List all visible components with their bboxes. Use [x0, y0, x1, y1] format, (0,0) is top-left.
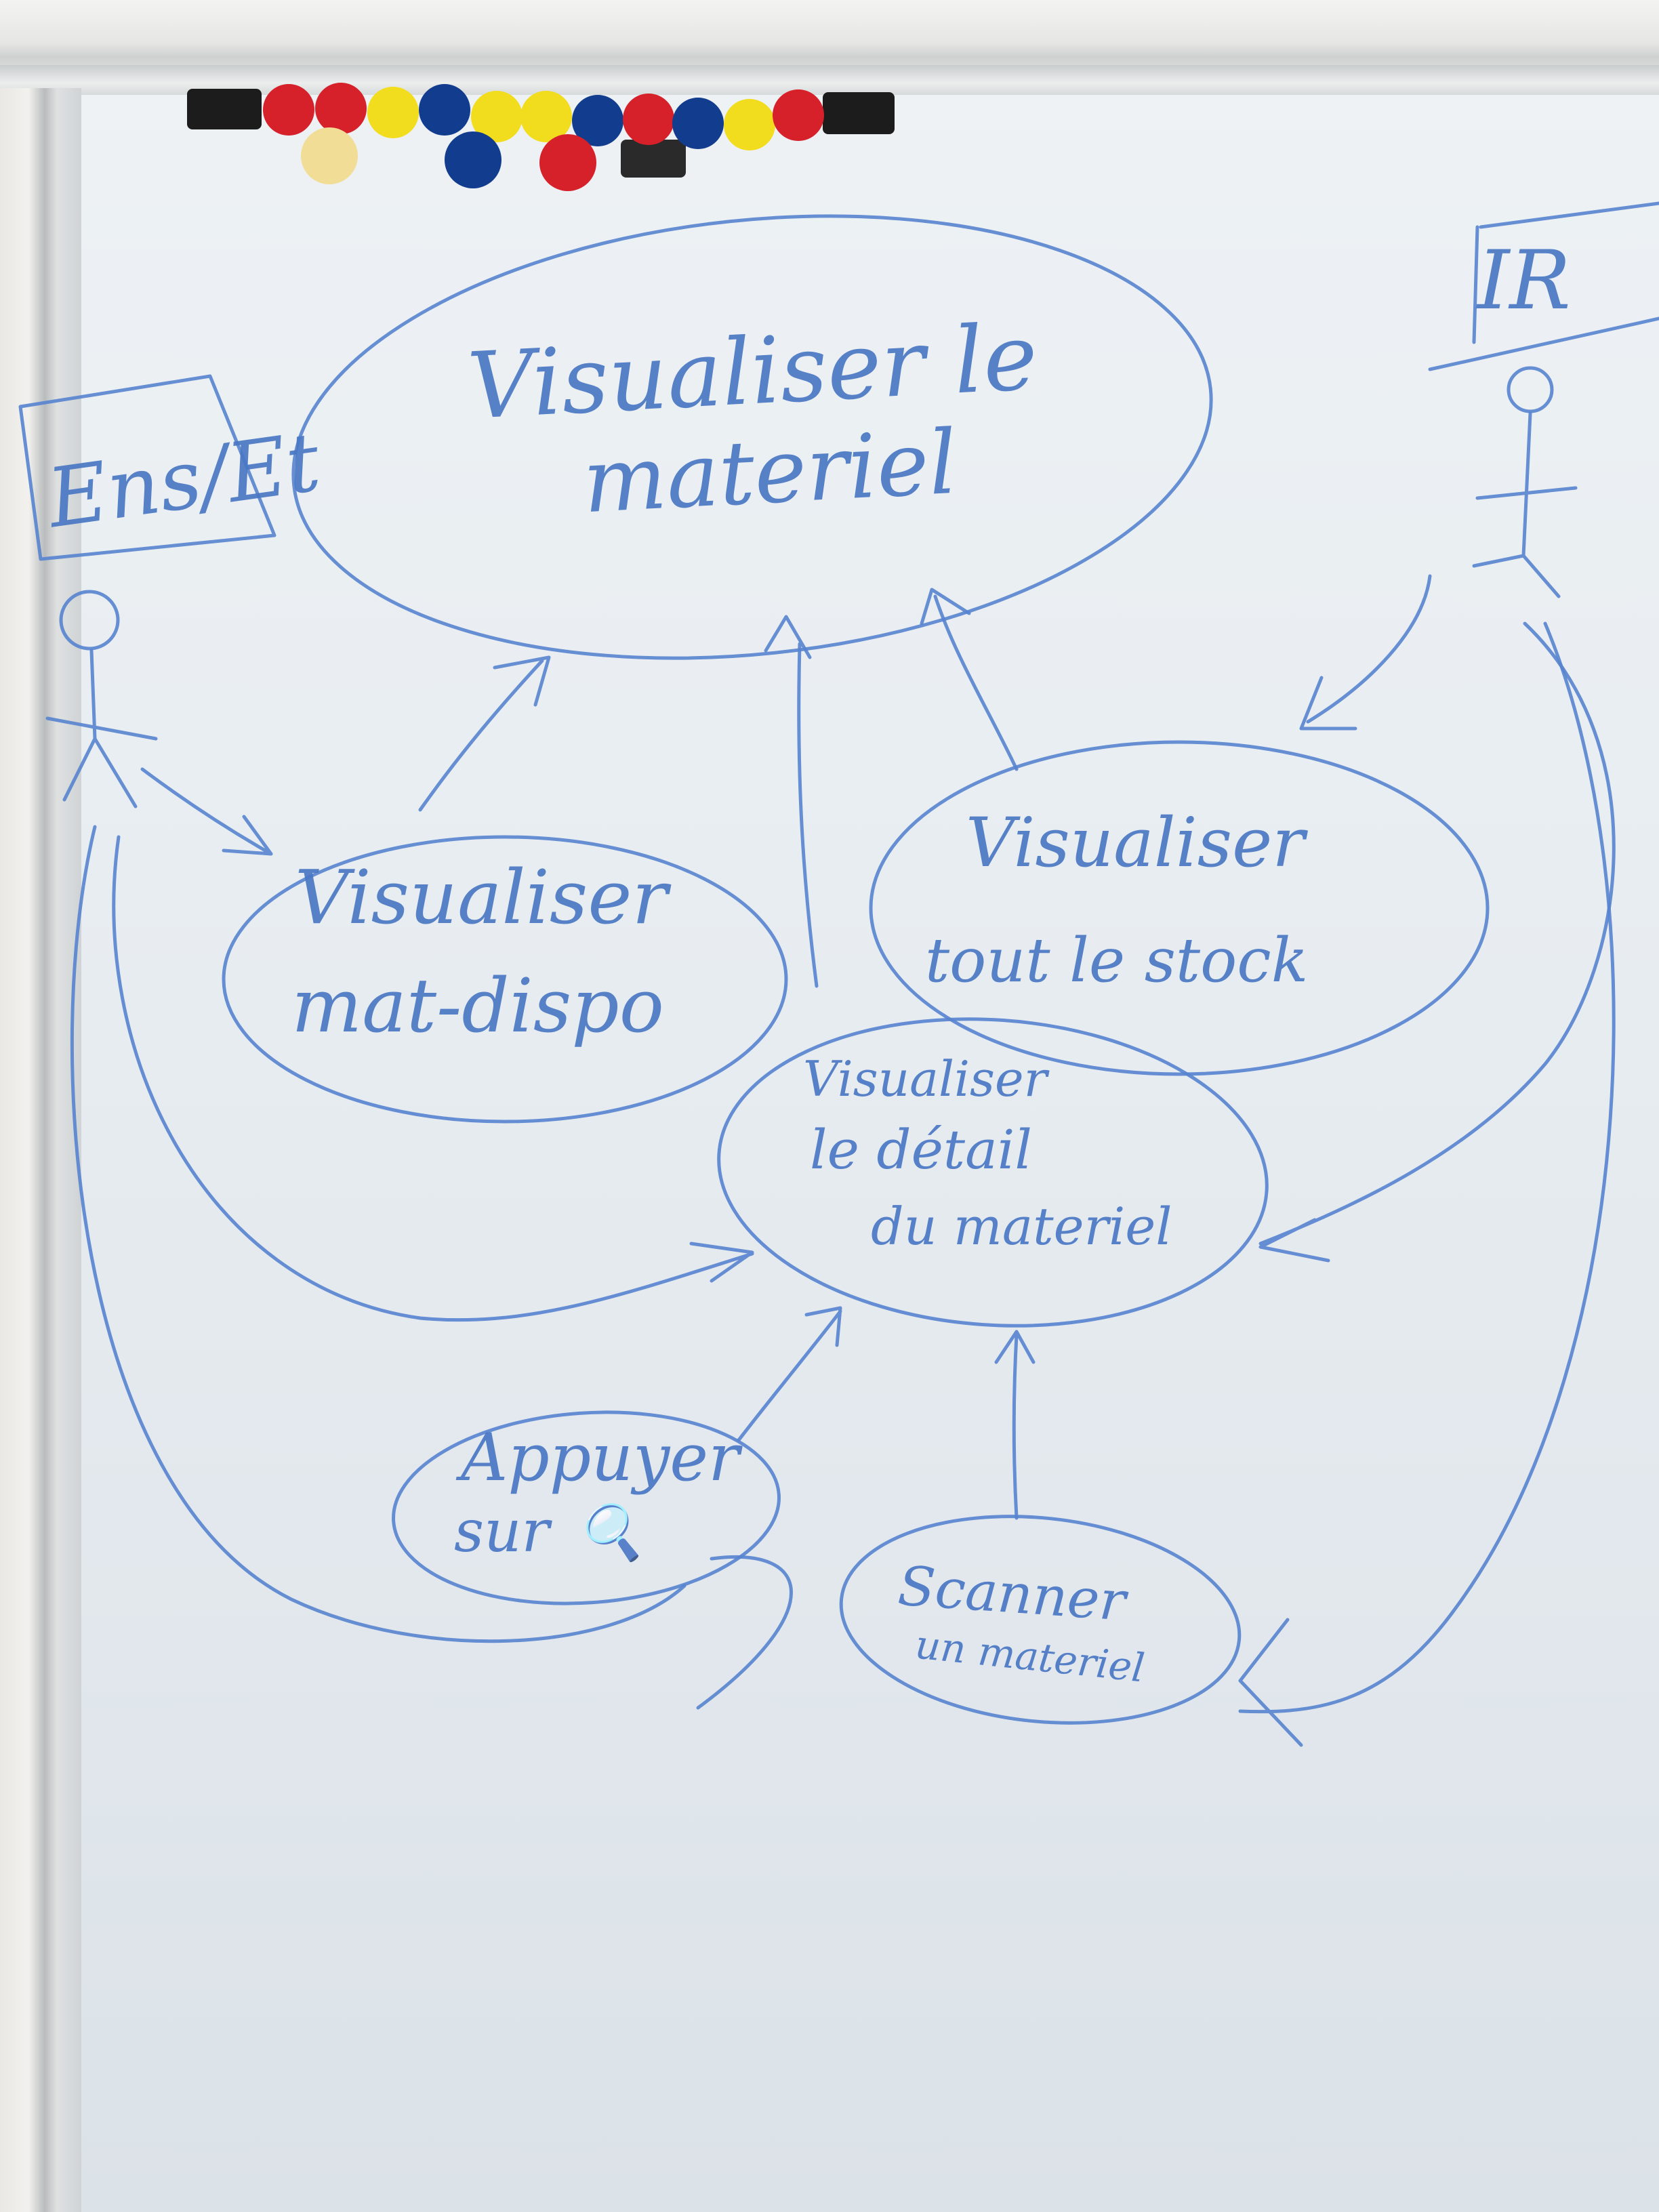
uc-appuyer-line2: sur [454, 1498, 550, 1565]
ellipse-visualiser-materiel [291, 214, 1213, 660]
ellipse-visualiser-mat-dispo [222, 835, 788, 1124]
magnet-blue [445, 131, 501, 188]
magnet-red [539, 134, 596, 191]
uc-appuyer-line1: Appuyer [461, 1420, 739, 1496]
magnet-yellow [724, 99, 775, 150]
ellipse-scanner [839, 1515, 1242, 1725]
magnet-yellow [520, 91, 572, 142]
actor-right-box [1428, 201, 1659, 371]
actor-right-label: IR [1477, 234, 1571, 328]
magnet-blue [419, 84, 470, 136]
magnet-yellow [367, 87, 419, 138]
arrow-scanner-to-detail [994, 1330, 1036, 1520]
magnet-blue [672, 98, 724, 149]
magnifier-icon: 🔍 [576, 1501, 644, 1564]
magnet-red [315, 83, 367, 134]
magnet-blue [572, 95, 623, 146]
uc-detail-line3: du materiel [871, 1196, 1172, 1256]
stick-figure-right-head [1507, 366, 1554, 413]
actor-shapes [18, 201, 1659, 808]
magnet-bar-small [621, 140, 686, 178]
uc-detail-line1: Visualiser [803, 1050, 1048, 1107]
arrow-actor-to-detail [112, 835, 754, 1322]
arrow-ir-to-detail [1258, 621, 1616, 1263]
ellipse-visualiser-stock [869, 740, 1490, 1076]
connector-lines [70, 574, 1616, 1747]
ellipse-appuyer [392, 1410, 781, 1605]
actor-left-box [18, 374, 276, 561]
magnet-yellow [471, 91, 523, 142]
ellipse-visualiser-detail [717, 1017, 1269, 1328]
line-actor-to-appuyer [70, 825, 687, 1643]
arrow-stock-to-materiel [920, 588, 1019, 771]
stick-figure-right-body [1472, 411, 1578, 598]
use-case-shapes [222, 214, 1490, 1725]
magnet-bar-right [823, 92, 895, 134]
arrow-detail-to-materiel [764, 615, 819, 988]
stick-figure-left-body [45, 649, 158, 808]
uc-detail-line2: le détail [810, 1118, 1032, 1181]
magnet-red [773, 89, 824, 141]
magnet-cream [301, 127, 358, 184]
stick-figure-left-head [59, 590, 120, 651]
uc-visualiser-materiel-line2: materiel [580, 410, 960, 533]
whiteboard-frame-left [0, 88, 81, 2212]
magnet-bar-left [187, 89, 262, 129]
magnet-red [623, 94, 674, 145]
uc-stock-line1: Visualiser [966, 803, 1305, 882]
magnet-row [187, 83, 895, 191]
uc-stock-line2: tout le stock [925, 925, 1309, 996]
arrow-ir-to-stock [1299, 574, 1432, 731]
line-ir-to-scanner [1238, 621, 1616, 1747]
uc-mat-dispo-line2: mat-dispo [291, 962, 664, 1049]
arrow-appuyer-to-detail [737, 1306, 842, 1442]
uc-mat-dispo-line1: Visualiser [295, 854, 668, 941]
magnet-red [263, 84, 314, 136]
arrow-actor-to-mat-dispo [140, 767, 273, 856]
line-appuyer-tail [696, 1555, 793, 1710]
arrow-mat-dispo-to-materiel [418, 655, 551, 812]
